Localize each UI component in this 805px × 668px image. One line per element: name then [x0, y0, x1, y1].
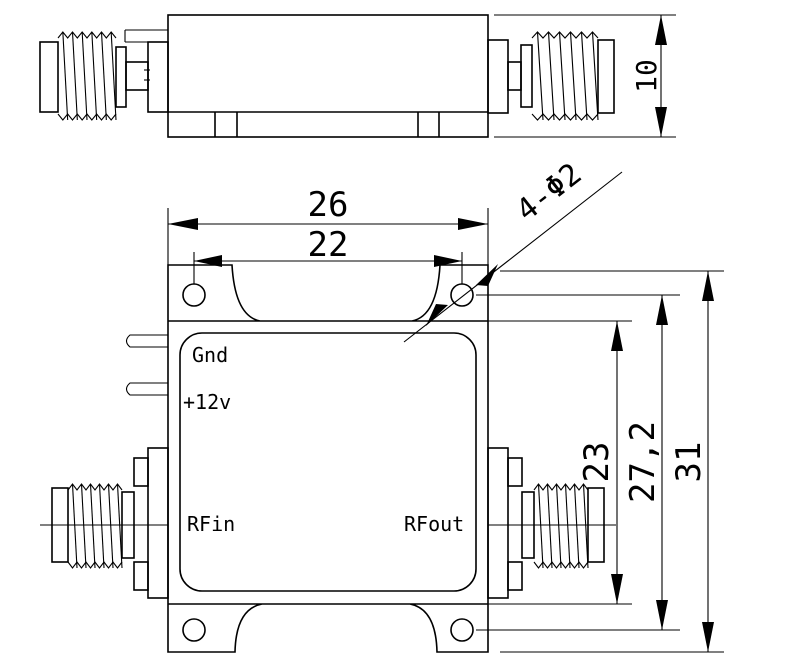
- label-gnd: Gnd: [192, 343, 228, 367]
- rf-in-sma-connector: [40, 447, 169, 599]
- dimension-label-height-side-view: 10: [630, 59, 663, 93]
- plan-view: Gnd +12v RFin RFout 26 22 4-Φ2: [40, 156, 724, 653]
- dimension-label-overall-width: 26: [308, 185, 349, 225]
- dimension-hole-spacing-width: 22: [193, 225, 463, 284]
- dimension-hole-diameter: 4-Φ2: [403, 156, 623, 343]
- side-view-body: [167, 14, 489, 138]
- dimension-label-hole-spacing-width: 22: [308, 225, 349, 265]
- dimension-overall-height: 31: [500, 270, 724, 653]
- dimension-label-holes: 4-Φ2: [510, 156, 588, 228]
- label-vcc: +12v: [183, 390, 231, 414]
- side-view-right-sma-connector: [487, 31, 615, 121]
- dimension-label-overall-height: 31: [669, 442, 709, 483]
- dimension-label-lid-height: 23: [577, 442, 617, 483]
- dimension-height-side-view: 10: [494, 14, 676, 138]
- mounting-hole-bottom-left: [182, 618, 206, 642]
- dimension-label-hole-spacing-height: 27,2: [623, 421, 663, 503]
- vcc-pin: [125, 382, 168, 396]
- rf-out-sma-connector: [487, 447, 616, 599]
- dimension-lid-height: 23: [476, 320, 632, 605]
- mounting-hole-top-left: [182, 283, 206, 307]
- dimension-overall-width: 26: [167, 185, 489, 265]
- mounting-hole-bottom-right: [450, 618, 474, 642]
- housing-outline: [167, 264, 489, 653]
- label-rf-in: RFin: [187, 512, 235, 536]
- side-view: 10: [39, 14, 676, 138]
- lid-outline: [179, 332, 477, 592]
- label-rf-out: RFout: [404, 512, 464, 536]
- gnd-pin: [125, 334, 168, 348]
- dimension-hole-spacing-height: 27,2: [476, 294, 680, 631]
- side-view-left-sma-connector: [39, 31, 169, 121]
